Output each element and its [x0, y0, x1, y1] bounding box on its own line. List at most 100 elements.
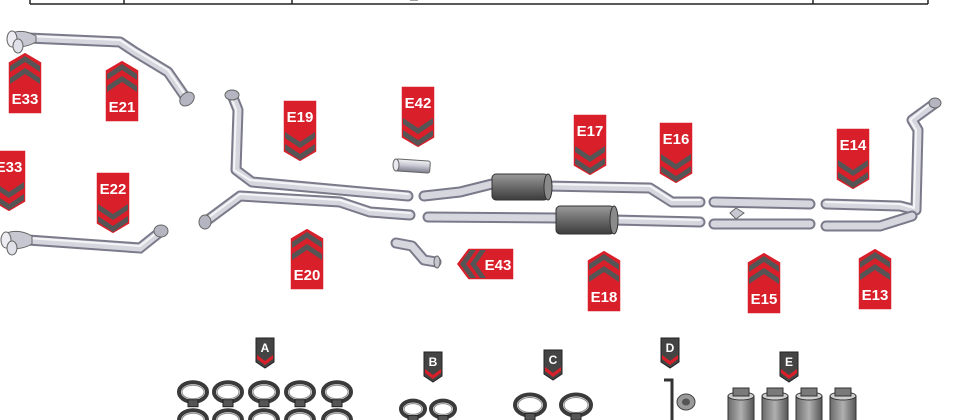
chevron-icon: [285, 132, 315, 148]
callout-e21: E21: [104, 59, 140, 123]
hardware-a: A: [255, 337, 275, 369]
chevron-icon: [661, 166, 691, 182]
clamp-icon: [513, 392, 547, 420]
chevron-icon: [575, 158, 605, 174]
callout-e43: E43: [455, 247, 515, 281]
callout-e20: E20: [289, 227, 325, 291]
callout-label: E19: [287, 109, 314, 126]
hardware-b: B: [423, 351, 443, 383]
callout-e22: E22: [95, 171, 131, 235]
table-fragment: [29, 0, 929, 5]
chevron-icon: [403, 130, 433, 146]
callout-label: E42: [405, 95, 432, 112]
callout-label: E14: [840, 137, 867, 154]
callout-label: E22: [100, 181, 127, 198]
clamp-icon: [212, 380, 244, 408]
clamp-icon: [177, 408, 209, 420]
hardware-label: A: [261, 341, 270, 355]
callout-label: E43: [485, 257, 512, 274]
callout-label: E17: [577, 123, 604, 140]
chevron-icon: [10, 56, 40, 72]
hardware-d: D: [660, 337, 680, 369]
callout-label: E33: [0, 159, 22, 176]
chevron-icon: [575, 146, 605, 162]
clamp-icon: [212, 408, 244, 420]
pipe-e15-h-pipe: [708, 196, 816, 230]
chevron-icon: [781, 369, 797, 379]
callout-label: E16: [663, 131, 690, 148]
chevron-icon: [292, 232, 322, 248]
y-pipe-e33-top: [6, 30, 37, 54]
chevron-icon: [838, 172, 868, 188]
chevron-icon: [662, 355, 678, 365]
hardware-c: C: [543, 349, 563, 381]
hardware-label: E: [785, 355, 793, 369]
chevron-icon: [425, 369, 441, 379]
callout-e15: E15: [746, 251, 782, 315]
chevron-icon: [470, 250, 486, 278]
clamp-icon: [429, 398, 457, 420]
callout-label: E33: [12, 91, 39, 108]
pipe-e42: [392, 158, 431, 174]
chevron-icon: [860, 252, 890, 268]
pipe-e19-e20-crossover: [198, 89, 416, 230]
chevron-icon: [749, 256, 779, 272]
exhaust-tip-icon: [795, 387, 823, 420]
chevron-icon: [661, 154, 691, 170]
exhaust-tip-icon: [761, 387, 789, 420]
chevron-icon: [860, 264, 890, 280]
clamp-icon: [284, 380, 316, 408]
muffler-bottom: [555, 205, 619, 235]
clamp-icon: [321, 408, 353, 420]
hardware-label: D: [666, 341, 675, 355]
nut-icon: [676, 393, 696, 411]
hardware-e: E: [779, 351, 799, 383]
pipe-e18: [422, 211, 706, 228]
hex-key-icon: [664, 378, 674, 420]
callout-e19: E19: [282, 99, 318, 163]
hardware-label: B: [429, 355, 438, 369]
callout-e18: E18: [586, 249, 622, 313]
callout-label: E13: [862, 287, 889, 304]
chevron-icon: [838, 160, 868, 176]
y-pipe-e33-bottom: [0, 230, 33, 256]
callout-e33: E33: [7, 51, 43, 115]
chevron-icon: [403, 118, 433, 134]
clamp-icon: [321, 380, 353, 408]
callout-e42: E42: [400, 85, 436, 149]
pipe-e43: [390, 237, 442, 269]
chevron-icon: [10, 68, 40, 84]
callout-e14: E14: [835, 127, 871, 191]
chevron-icon: [285, 144, 315, 160]
clamp-icon: [248, 380, 280, 408]
clamp-icon: [284, 408, 316, 420]
pipe-e22: [22, 224, 169, 254]
pipe-e21: [22, 32, 195, 107]
chevron-icon: [589, 266, 619, 282]
chevron-icon: [749, 268, 779, 284]
callout-e33b: E33: [0, 149, 27, 213]
exhaust-tip-icon: [727, 387, 755, 420]
chevron-icon: [107, 76, 137, 92]
chevron-icon: [292, 244, 322, 260]
callout-label: E21: [109, 99, 136, 116]
chevron-icon: [0, 182, 24, 198]
callout-e16: E16: [658, 121, 694, 185]
pipe-e17-e16: [418, 178, 706, 208]
chevron-icon: [0, 194, 24, 210]
clamp-icon: [248, 408, 280, 420]
callout-label: E20: [294, 267, 321, 284]
chevron-icon: [107, 64, 137, 80]
callout-label: E15: [751, 291, 778, 308]
hardware-label: C: [549, 353, 558, 367]
clamp-icon: [559, 392, 593, 420]
pipe-e14-e13: [820, 97, 942, 232]
clamp-icon: [177, 380, 209, 408]
callout-label: E18: [591, 289, 618, 306]
exhaust-tip-icon: [829, 387, 857, 420]
clamp-icon: [399, 398, 427, 420]
callout-e13: E13: [857, 247, 893, 311]
